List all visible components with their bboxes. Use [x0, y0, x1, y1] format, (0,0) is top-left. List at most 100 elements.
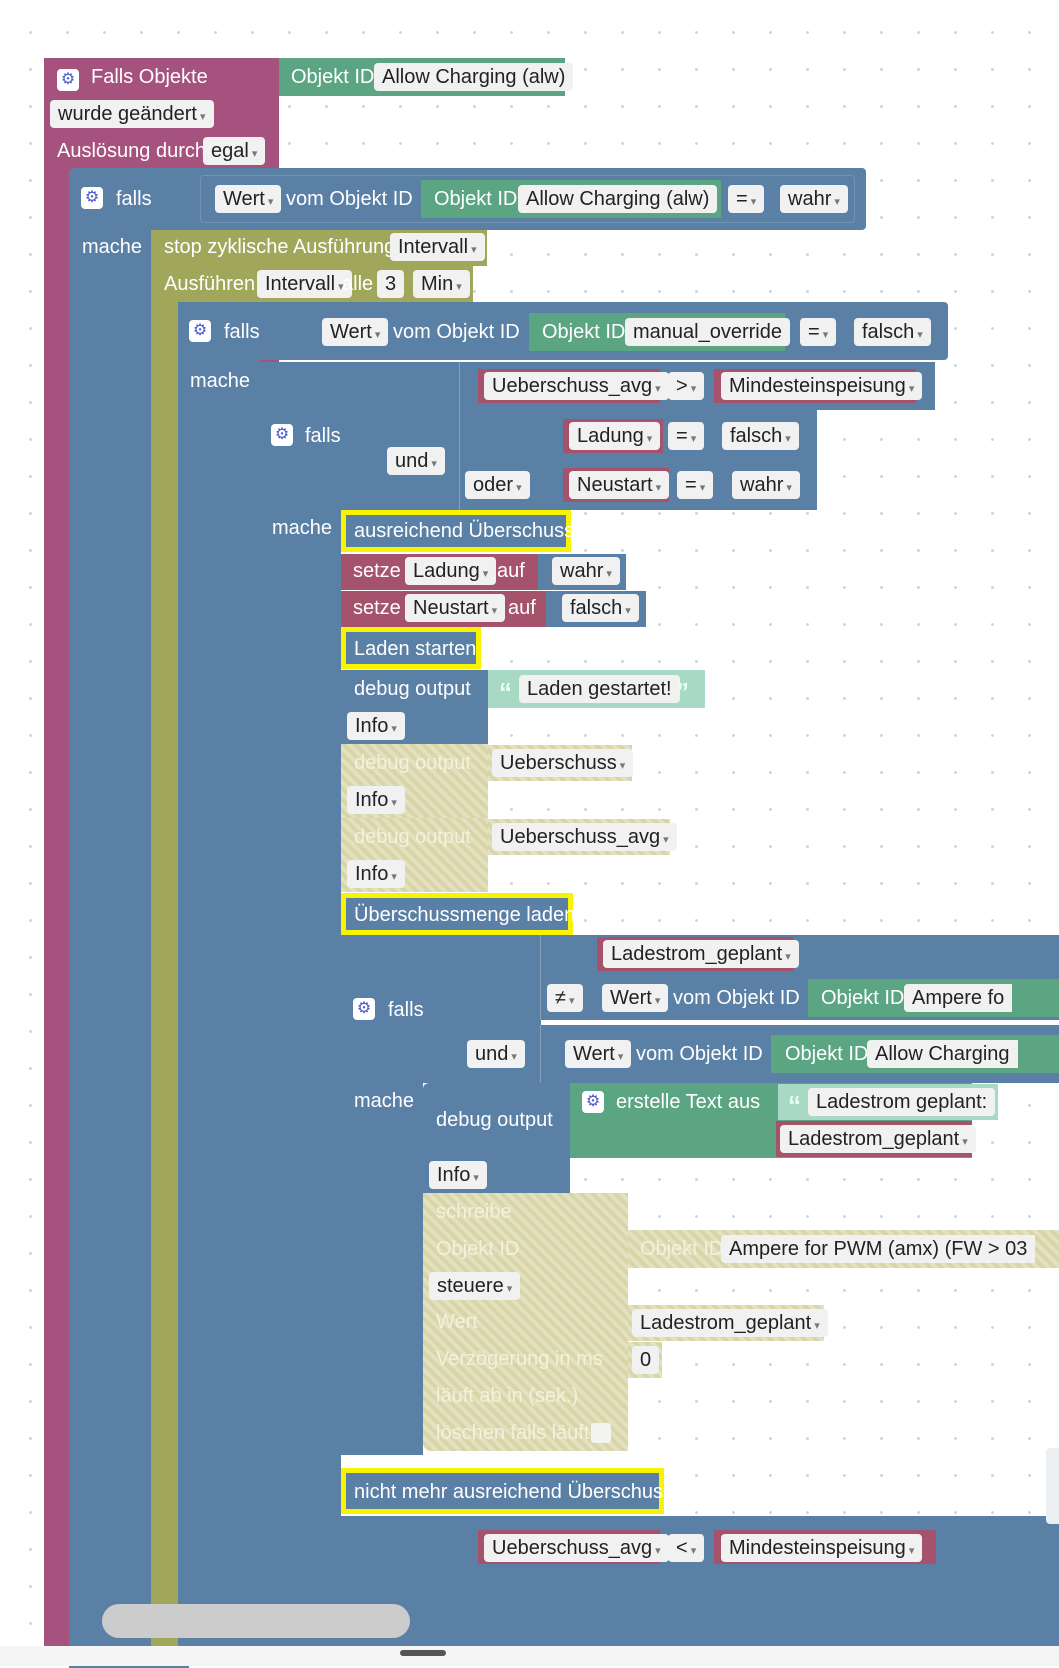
if3-and-dropdown[interactable]: und — [387, 447, 445, 475]
write-block[interactable] — [423, 1193, 628, 1451]
gear-icon[interactable]: ⚙ — [582, 1091, 604, 1113]
bottom-left-var[interactable]: Ueberschuss_avg — [484, 1534, 669, 1562]
if4-value2-dropdown[interactable]: Wert — [565, 1040, 632, 1068]
trigger-changed-dropdown[interactable]: wurde geändert — [50, 100, 214, 128]
if3-or-dropdown[interactable]: oder — [465, 471, 530, 499]
debug4-label: debug output — [436, 1109, 553, 1131]
if1-object-field[interactable]: Allow Charging (alw) — [518, 185, 718, 213]
debug1-level-dropdown[interactable]: Info — [347, 712, 405, 740]
cond2-right-dropdown[interactable]: falsch — [722, 422, 799, 450]
if4-object2-field[interactable]: Allow Charging — [867, 1040, 1018, 1068]
write-mode-dropdown[interactable]: steuere — [429, 1272, 521, 1300]
debug3-var-dropdown[interactable]: Ueberschuss_avg — [492, 823, 677, 851]
debug2-var-dropdown[interactable]: Ueberschuss — [492, 749, 634, 777]
set2-label: setze — [353, 597, 401, 619]
if4-object-field[interactable]: Ampere fo — [904, 984, 1013, 1012]
comment-block-3[interactable] — [341, 893, 573, 935]
run-interval-unit-dropdown[interactable]: Min — [413, 270, 470, 298]
stop-interval-dropdown[interactable]: Intervall — [390, 233, 485, 261]
comment-1-text: ausreichend Überschuss — [354, 520, 575, 542]
trash-can-edge[interactable] — [1046, 1448, 1059, 1524]
set2-on: auf — [508, 597, 536, 619]
write-value-dropdown[interactable]: Ladestrom_geplant — [632, 1309, 828, 1337]
if4-mache: mache — [354, 1090, 415, 1112]
write-delay-field[interactable]: 0 — [632, 1346, 660, 1374]
stop-interval-label: stop zyklische Ausführung — [164, 236, 396, 258]
gear-icon[interactable]: ⚙ — [57, 69, 79, 91]
debug2-level-dropdown[interactable]: Info — [347, 786, 405, 814]
bottom-right-var[interactable]: Mindesteinspeisung — [721, 1534, 923, 1562]
cond2-op-dropdown[interactable]: = — [668, 422, 705, 450]
quote-open-icon: “ — [788, 1090, 801, 1120]
write-expire-label: läuft ab in (sek.) — [436, 1385, 579, 1407]
if4-op-dropdown[interactable]: ≠ — [547, 984, 583, 1012]
if2-object-field[interactable]: manual_override — [625, 318, 790, 346]
gear-icon[interactable]: ⚙ — [81, 187, 103, 209]
comment-2-text: Laden starten — [354, 638, 477, 660]
if1-value-dropdown[interactable]: Wert — [215, 185, 282, 213]
write-clear-checkbox[interactable] — [591, 1423, 611, 1443]
if4-and-dropdown[interactable]: und — [467, 1040, 525, 1068]
cond1-right-var[interactable]: Mindesteinspeisung — [721, 372, 923, 400]
debug1-text-field[interactable]: Laden gestartet! — [519, 675, 680, 703]
write-object-inner-label: Objekt ID — [640, 1238, 724, 1260]
cond1-op-dropdown[interactable]: > — [668, 372, 705, 400]
comment-block-4[interactable] — [341, 1468, 664, 1514]
debug2-label: debug output — [354, 752, 471, 774]
if4-from-object: vom Objekt ID — [673, 987, 800, 1009]
if1-mache: mache — [82, 236, 143, 258]
if2-object-label: Objekt ID — [542, 321, 626, 343]
trigger-object-label: Objekt ID — [291, 66, 375, 88]
create-text-label: erstelle Text aus — [616, 1091, 761, 1113]
if3-block[interactable] — [259, 362, 341, 1666]
write-object-field[interactable]: Ampere for PWM (amx) (FW > 03 — [721, 1235, 1036, 1263]
home-indicator[interactable] — [400, 1650, 446, 1656]
cond3-op-dropdown[interactable]: = — [677, 471, 714, 499]
if4-object-label: Objekt ID — [821, 987, 905, 1009]
run-interval-name-dropdown[interactable]: Intervall — [257, 270, 352, 298]
set1-value-dropdown[interactable]: wahr — [552, 557, 620, 585]
if2-op-dropdown[interactable]: = — [800, 318, 837, 346]
if2-mache: mache — [190, 370, 251, 392]
if1-op-dropdown[interactable]: = — [728, 185, 765, 213]
debug4-level-dropdown[interactable]: Info — [429, 1161, 487, 1189]
comment-block-2[interactable] — [341, 627, 481, 669]
cond2-left-var[interactable]: Ladung — [569, 422, 661, 450]
run-interval-block[interactable] — [151, 266, 178, 1666]
run-interval-every: alle — [342, 273, 374, 295]
gear-icon[interactable]: ⚙ — [271, 424, 293, 446]
set2-value-dropdown[interactable]: falsch — [562, 594, 639, 622]
if4-object2-label: Objekt ID — [785, 1043, 869, 1065]
set1-var-dropdown[interactable]: Ladung — [405, 557, 497, 585]
if1-compare-block[interactable] — [200, 175, 855, 223]
if4-left-var[interactable]: Ladestrom_geplant — [603, 940, 799, 968]
if1-compare-dropdown[interactable]: wahr — [780, 185, 848, 213]
create-text-string-field[interactable]: Ladestrom geplant: — [808, 1088, 996, 1116]
horizontal-scrollbar[interactable] — [102, 1604, 410, 1638]
gear-icon[interactable]: ⚙ — [353, 998, 375, 1020]
cond3-right-dropdown[interactable]: wahr — [732, 471, 800, 499]
gear-icon[interactable]: ⚙ — [189, 320, 211, 342]
debug3-level-dropdown[interactable]: Info — [347, 860, 405, 888]
trigger-object-field[interactable]: Allow Charging (alw) — [374, 63, 574, 91]
trigger-title: Falls Objekte — [91, 66, 208, 88]
set2-var-dropdown[interactable]: Neustart — [405, 594, 506, 622]
if4-value-dropdown[interactable]: Wert — [602, 984, 669, 1012]
triggered-by-dropdown[interactable]: egal — [203, 137, 266, 165]
write-delay-label: Verzögerung in ms — [436, 1348, 603, 1370]
if2-value-dropdown[interactable]: Wert — [322, 318, 389, 346]
write-clear-label: löschen falls läuft — [436, 1422, 590, 1444]
cond1-left-var[interactable]: Ueberschuss_avg — [484, 372, 669, 400]
create-text-var-dropdown[interactable]: Ladestrom_geplant — [780, 1125, 976, 1153]
bottom-op-dropdown[interactable]: < — [668, 1534, 705, 1562]
quote-open-icon: “ — [499, 677, 512, 707]
comment-block-1[interactable] — [341, 510, 571, 552]
if2-block[interactable] — [178, 302, 260, 1666]
set1-on: auf — [497, 560, 525, 582]
if4-falls: falls — [388, 999, 424, 1021]
if1-from-object: vom Objekt ID — [286, 188, 413, 210]
if2-compare-dropdown[interactable]: falsch — [854, 318, 931, 346]
run-interval-count-field[interactable]: 3 — [377, 270, 405, 298]
if1-falls: falls — [116, 188, 152, 210]
cond3-left-var[interactable]: Neustart — [569, 471, 670, 499]
